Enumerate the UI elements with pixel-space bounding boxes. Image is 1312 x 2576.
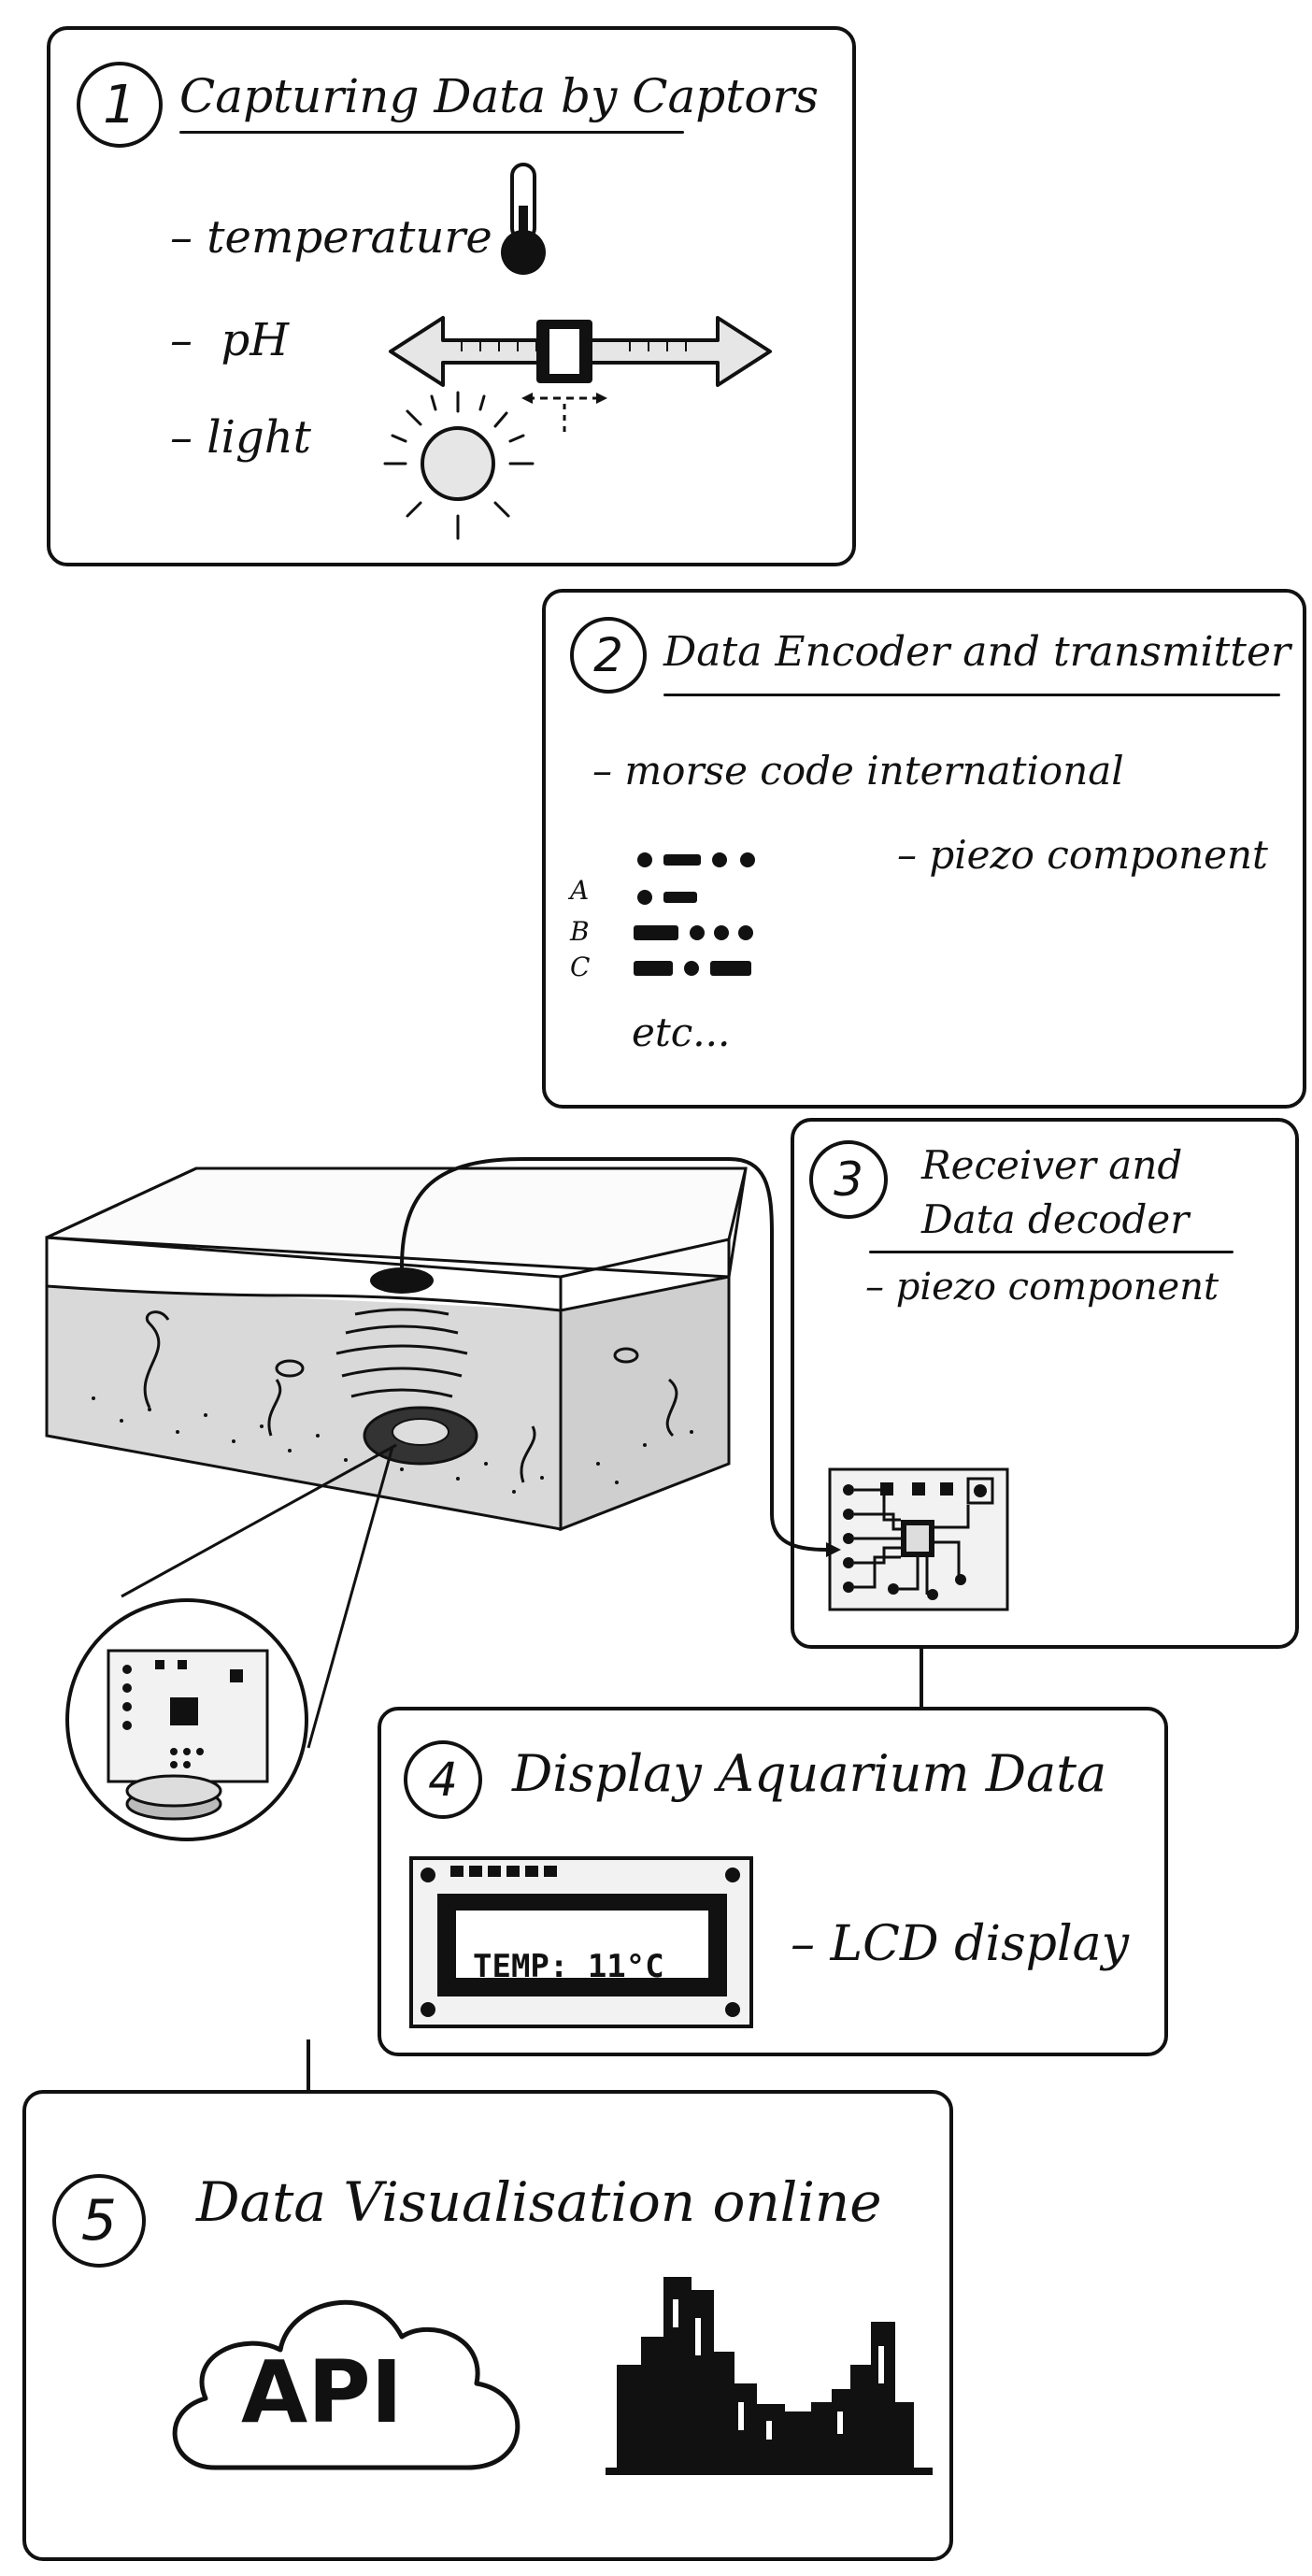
step1-title-underline: [179, 131, 684, 134]
bullet-dash: –: [592, 748, 625, 794]
step4-item-lcd: – LCD display: [791, 1916, 1129, 1972]
cloud-label: API: [241, 2342, 403, 2442]
bullet-dash: –: [897, 832, 930, 878]
circuit-board-icon: [828, 1467, 1009, 1611]
step4-title: Display Aquarium Data: [512, 1744, 1107, 1803]
morse-code-icon: [634, 852, 755, 976]
step2-etc: etc...: [632, 1009, 731, 1055]
morse-letter-a: A: [570, 875, 590, 906]
step1-item-temperature: – temperature: [170, 211, 492, 264]
step2-item-morse: – morse code international: [592, 748, 1124, 794]
morse-letter-b: B: [570, 916, 590, 947]
step3-title-line1: Receiver and: [921, 1142, 1183, 1188]
bar-chart-icon: [606, 2277, 933, 2475]
step1-number: 1: [77, 62, 163, 148]
step2-box: [542, 589, 1306, 1109]
ph-slider-icon: [389, 316, 772, 434]
step3-item-piezo: – piezo component: [865, 1266, 1219, 1309]
step4-number: 4: [404, 1740, 482, 1819]
step5-number: 5: [52, 2174, 146, 2268]
morse-letter-c: C: [570, 952, 591, 982]
bullet-dash: –: [170, 211, 207, 264]
step5-title: Data Visualisation online: [196, 2170, 882, 2234]
step1-title: Capturing Data by Captors: [179, 69, 820, 123]
aquarium-illustration: [45, 1166, 748, 1532]
bullet-dash: –: [170, 314, 221, 366]
step3-title-line2: Data decoder: [921, 1196, 1190, 1242]
thermometer-icon: [501, 163, 546, 275]
step5-box: [22, 2090, 953, 2561]
step2-title: Data Encoder and transmitter: [663, 628, 1291, 676]
step3-title-underline: [869, 1251, 1234, 1253]
step3-number: 3: [809, 1140, 888, 1219]
cloud-icon: [172, 2299, 521, 2470]
lcd-display-icon: [409, 1856, 753, 2028]
piezo-sensor-illustration: [65, 1598, 308, 1841]
step1-item-light: – light: [170, 411, 311, 464]
step2-item-piezo: – piezo component: [897, 832, 1268, 878]
bullet-dash: –: [791, 1916, 831, 1972]
step1-item-ph: – pH: [170, 314, 290, 366]
step2-title-underline: [663, 694, 1280, 696]
sun-icon: [383, 391, 535, 540]
lcd-text: TEMP: 11°C: [473, 1948, 664, 1985]
bullet-dash: –: [170, 411, 207, 464]
step2-number: 2: [570, 617, 647, 694]
bullet-dash: –: [865, 1266, 896, 1309]
